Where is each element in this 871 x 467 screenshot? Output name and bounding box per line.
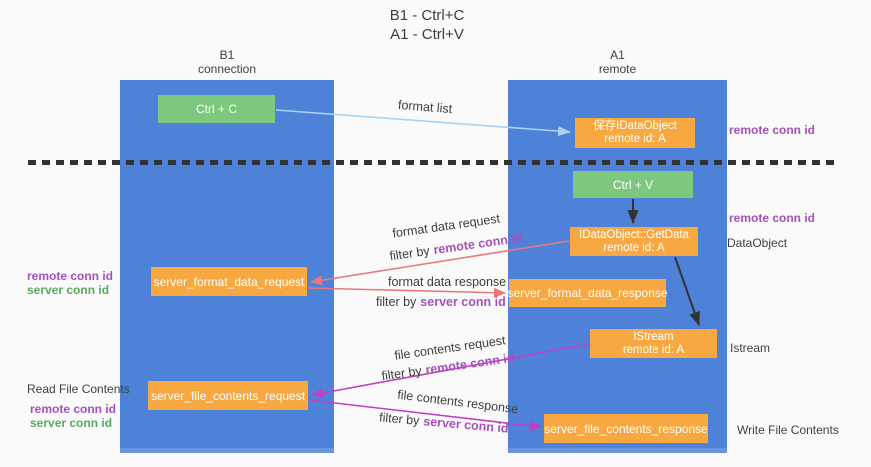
right-remote-conn-id-mid-label: remote conn id [729,211,816,225]
istream-line2: remote id: A [622,343,685,356]
save-idataobject-line2: remote id: A [604,133,666,145]
server-format-data-request-label: server_format_data_request [153,274,305,289]
left-column-name: B1 [219,48,235,62]
istream-line1: IStream [633,330,674,343]
save-idataobject-box: 保存IDataObject remote id: A [575,118,695,148]
file-contents-response-label: file contents response [396,387,520,417]
server-format-data-request-box: server_format_data_request [151,267,307,296]
dashed-separator-line [28,160,834,165]
ctrl-c-label: Ctrl + C [195,102,237,116]
getdata-line1: IDataObject::GetData [579,228,689,241]
idataobject-getdata-box: IDataObject::GetData remote id: A [570,227,698,256]
format-list-label: format list [397,97,453,117]
format-data-response-label: format data response [388,275,507,289]
title-line-2: A1 - Ctrl+V [390,26,464,43]
title-line-1: B1 - Ctrl+C [389,7,465,24]
right-remote-conn-id-top-label: remote conn id [729,123,816,137]
ctrl-v-box: Ctrl + V [573,171,693,198]
filter-by-server-conn-id-label-2: filter by server conn id [378,410,510,436]
server-format-data-response-box: server_format_data_response [507,279,668,307]
left-server-conn-id-bottom-label: server conn id [30,416,113,430]
left-remote-conn-id-top-label: remote conn id [27,269,114,283]
server-file-contents-request-box: server_file_contents_request [148,381,308,410]
getdata-line2: remote id: A [603,241,665,254]
right-column-role: remote [598,62,637,76]
server-format-data-response-label: server_format_data_response [507,286,668,300]
right-column-header: A1 remote [508,48,727,76]
left-read-file-contents-label: Read File Contents [27,382,130,396]
ctrl-c-box: Ctrl + C [158,95,275,123]
istream-box: IStream remote id: A [590,329,717,358]
server-file-contents-response-label: server_file_contents_response [544,421,708,436]
server-file-contents-request-label: server_file_contents_request [150,388,306,403]
right-column-name: A1 [610,48,625,62]
save-idataobject-line1: 保存IDataObject [593,120,677,132]
server-file-contents-response-box: server_file_contents_response [544,414,708,443]
left-server-conn-id-top-label: server conn id [27,283,110,297]
right-dataobject-label: DataObject [727,236,788,250]
ctrl-v-label: Ctrl + V [612,177,654,192]
right-write-file-contents-label: Write File Contents [737,423,839,437]
diagram-title: B1 - Ctrl+C A1 - Ctrl+V [0,6,854,44]
filter-by-server-conn-id-label-1: filter by server conn id [376,295,506,309]
right-istream-label: Istream [730,341,771,355]
left-remote-conn-id-bottom-label: remote conn id [30,402,117,416]
left-column-header: B1 connection [120,48,334,76]
left-column-role: connection [197,62,257,76]
